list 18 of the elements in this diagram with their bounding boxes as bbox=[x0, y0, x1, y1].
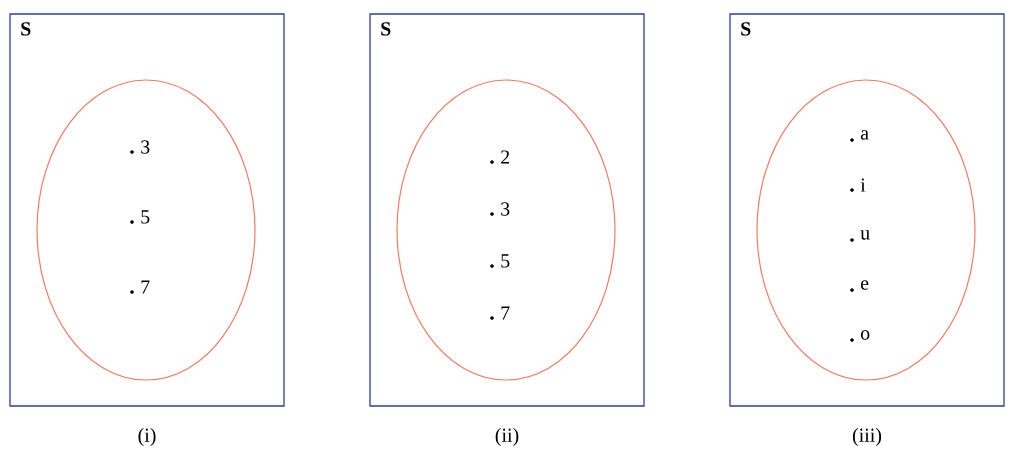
set-element: 3 bbox=[130, 140, 150, 154]
set-element: a bbox=[850, 130, 869, 142]
set-element: 5 bbox=[490, 254, 510, 268]
panel-label: (i) bbox=[138, 427, 156, 446]
set-element: i bbox=[850, 178, 866, 192]
set-element: o bbox=[850, 330, 870, 342]
set-element: 7 bbox=[130, 280, 150, 294]
set-element: u bbox=[850, 230, 870, 242]
set-element: 5 bbox=[130, 210, 150, 224]
panel-label: (ii) bbox=[495, 427, 519, 446]
set-element: e bbox=[850, 280, 869, 292]
panel-label: (iii) bbox=[852, 427, 882, 446]
set-element: 3 bbox=[490, 202, 510, 216]
set-element: 2 bbox=[490, 150, 510, 164]
set-label: S bbox=[381, 22, 391, 36]
set-element: 7 bbox=[490, 306, 510, 320]
set-label: S bbox=[741, 22, 751, 36]
set-label: S bbox=[21, 22, 31, 36]
